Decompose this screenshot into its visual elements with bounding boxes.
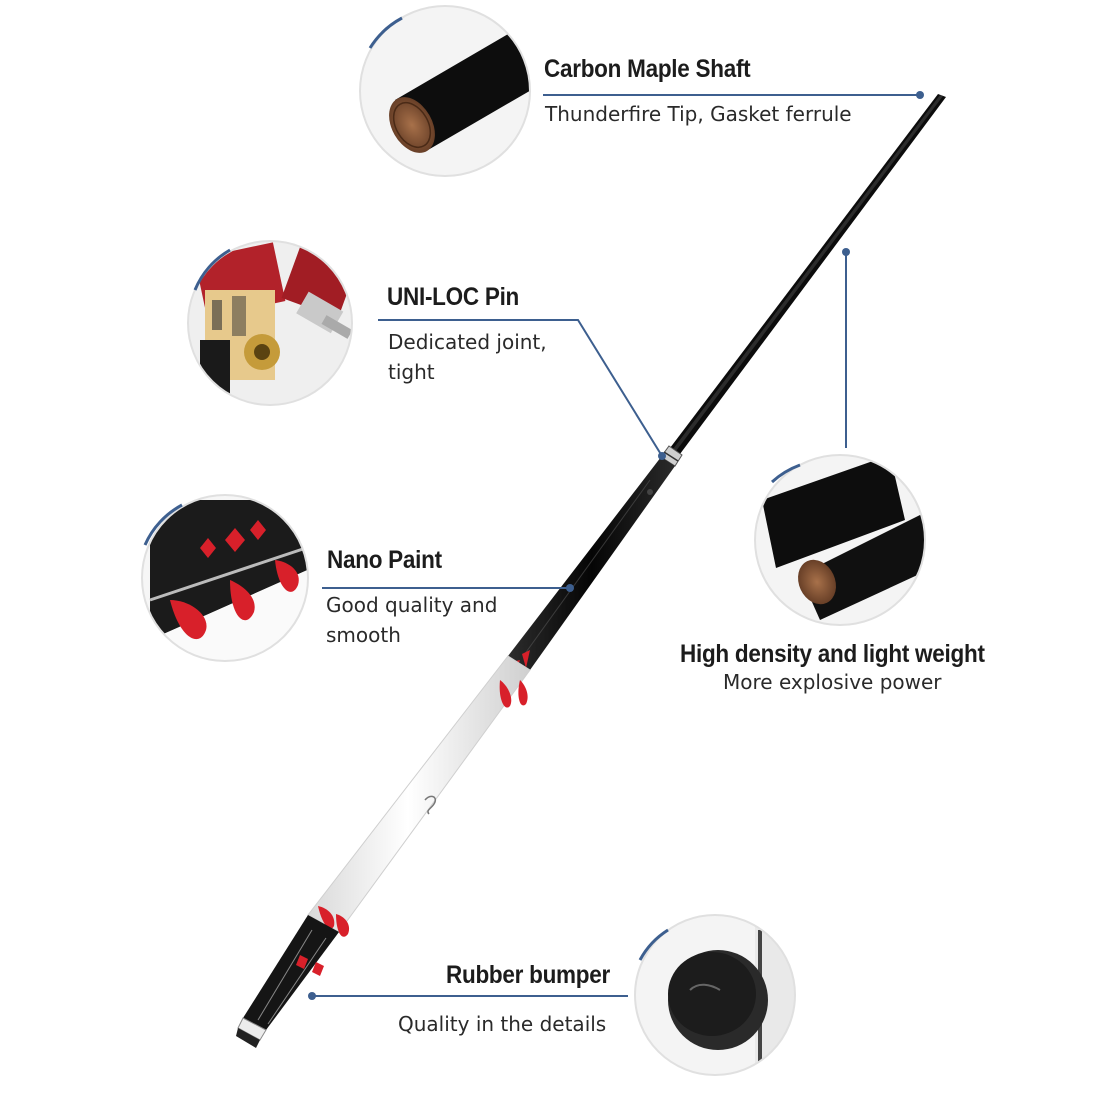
paint-title: Nano Paint [327, 546, 442, 574]
paint-closeup [141, 494, 309, 662]
pin-desc-line2: tight [388, 360, 435, 384]
shaft-desc: Thunderfire Tip, Gasket ferrule [545, 102, 852, 126]
density-title: High density and light weight [680, 640, 985, 668]
cue-wrap [243, 915, 339, 1030]
bumper-closeup [634, 914, 796, 1076]
leader-lines [308, 91, 924, 1000]
shaft-title: Carbon Maple Shaft [544, 55, 751, 83]
density-closeup [754, 454, 926, 626]
cue-butt-sleeve [307, 655, 531, 933]
paint-desc-line1: Good quality and [326, 593, 498, 617]
bumper-title: Rubber bumper [446, 961, 611, 989]
pin-title: UNI-LOC Pin [387, 283, 520, 311]
pin-desc-line1: Dedicated joint, [388, 330, 547, 354]
bumper-desc: Quality in the details [398, 1012, 607, 1036]
density-desc: More explosive power [723, 670, 942, 694]
paint-desc-line2: smooth [326, 623, 401, 647]
shaft-tip-closeup [359, 5, 531, 177]
cue-stick [236, 94, 946, 1048]
cue-forearm [508, 457, 675, 670]
joint-pin-closeup [187, 240, 353, 406]
